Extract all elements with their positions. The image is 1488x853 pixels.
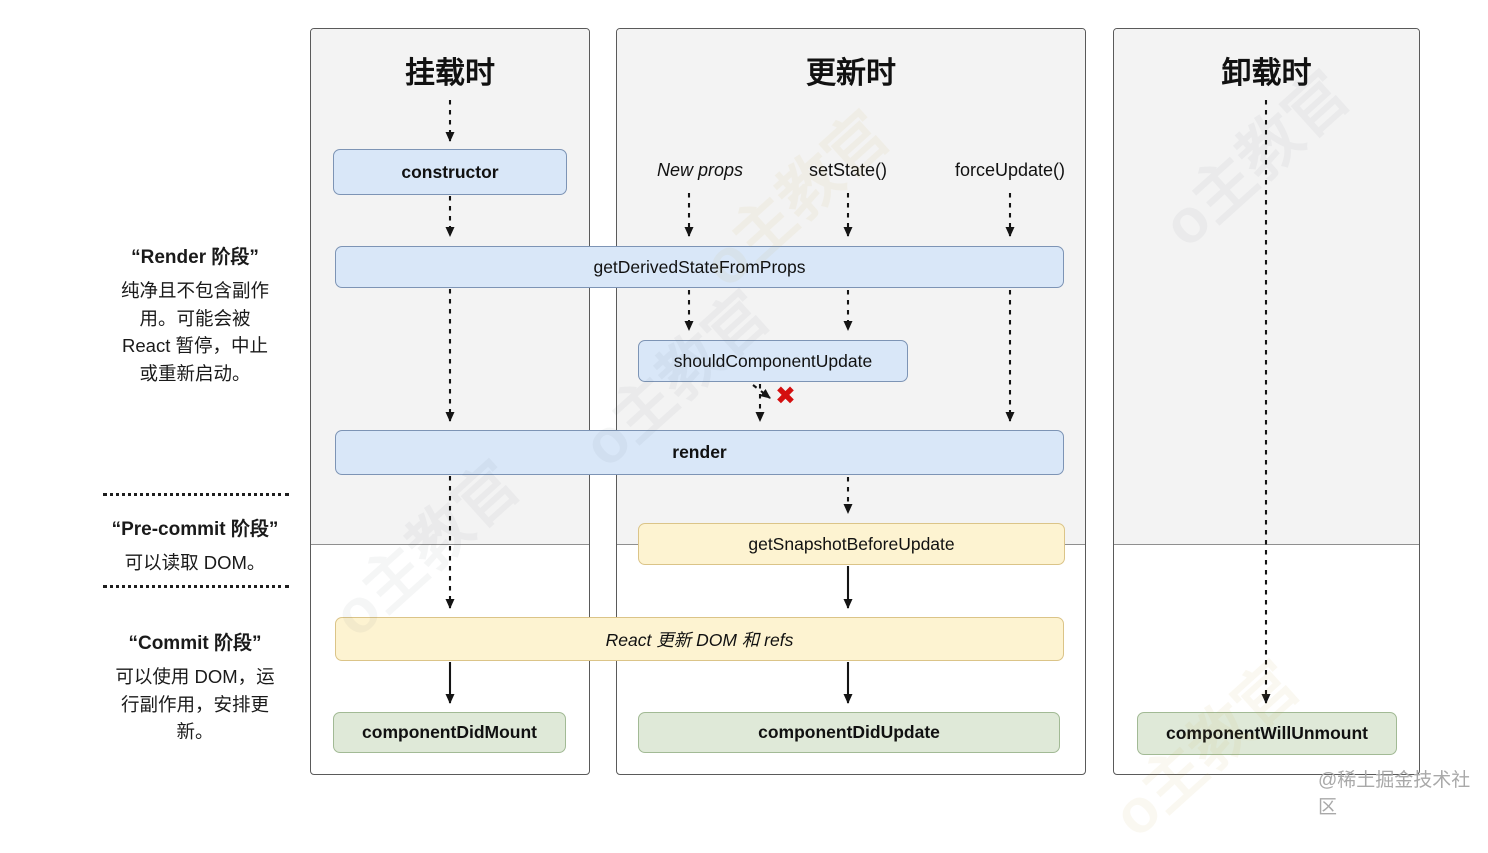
node-react-updates-dom-refs: React 更新 DOM 和 refs [335,617,1064,661]
phase-dotted-separator-top [103,493,289,496]
column-updating-title: 更新时 [806,57,896,90]
node-render-label: render [672,442,727,462]
node-constructor: constructor [333,149,567,195]
column-mounting [310,28,590,775]
node-scu-label: shouldComponentUpdate [673,350,873,371]
node-snapshot-label: getSnapshotBeforeUpdate [748,533,955,554]
column-mounting-title: 挂载时 [405,57,495,90]
trigger-force-update: forceUpdate() [954,160,1066,180]
node-get-snapshot-before-update: getSnapshotBeforeUpdate [638,523,1065,565]
column-unmounting-title: 卸载时 [1221,57,1312,90]
commit-phase-line: 新。 [176,721,214,742]
commit-phase-line: 行副作用，安排更 [120,693,269,715]
node-react-dom-label: React 更新 DOM 和 refs [605,629,794,650]
node-gdsfp-label: getDerivedStateFromProps [593,256,806,277]
column-updating [616,28,1086,775]
juejin-credit-watermark: @稀土掘金技术社区 [1318,770,1471,818]
node-constructor-label: constructor [401,161,499,182]
render-phase-title: “Render 阶段” [131,247,259,268]
stop-x-mark: ✖ [775,382,796,410]
precommit-phase-title: “Pre-commit 阶段” [111,519,279,540]
commit-phase-note: “Commit 阶段” 可以使用 DOM，运 行副作用，安排更 新。 [88,628,302,746]
render-phase-line: React 暂停，中止 [122,335,268,356]
precommit-phase-note: “Pre-commit 阶段” 可以读取 DOM。 [88,514,302,577]
precommit-phase-line: 可以读取 DOM。 [124,552,266,573]
render-phase-note: “Render 阶段” 纯净且不包含副作 用。可能会被 React 暂停，中止 … [88,242,302,387]
trigger-set-state: setState() [808,160,888,180]
commit-phase-line: 可以使用 DOM，运 [115,666,275,687]
node-component-did-update: componentDidUpdate [638,712,1060,753]
node-should-component-update: shouldComponentUpdate [638,340,908,382]
render-phase-region [1114,29,1419,545]
node-render: render [335,430,1064,475]
trigger-new-props: New props [656,160,744,180]
render-phase-line: 纯净且不包含副作 [120,280,269,301]
render-phase-line: 用。可能会被 [139,307,251,329]
node-willunmount-label: componentWillUnmount [1165,723,1369,743]
commit-phase-title: “Commit 阶段” [128,633,262,654]
node-didupdate-label: componentDidUpdate [758,722,940,742]
node-didmount-label: componentDidMount [362,722,537,742]
phase-dotted-separator-bottom [103,585,289,588]
node-component-will-unmount: componentWillUnmount [1137,712,1397,755]
node-get-derived-state-from-props: getDerivedStateFromProps [335,246,1064,288]
column-unmounting [1113,28,1420,775]
node-component-did-mount: componentDidMount [333,712,566,753]
render-phase-line: 或重新启动。 [139,362,251,384]
